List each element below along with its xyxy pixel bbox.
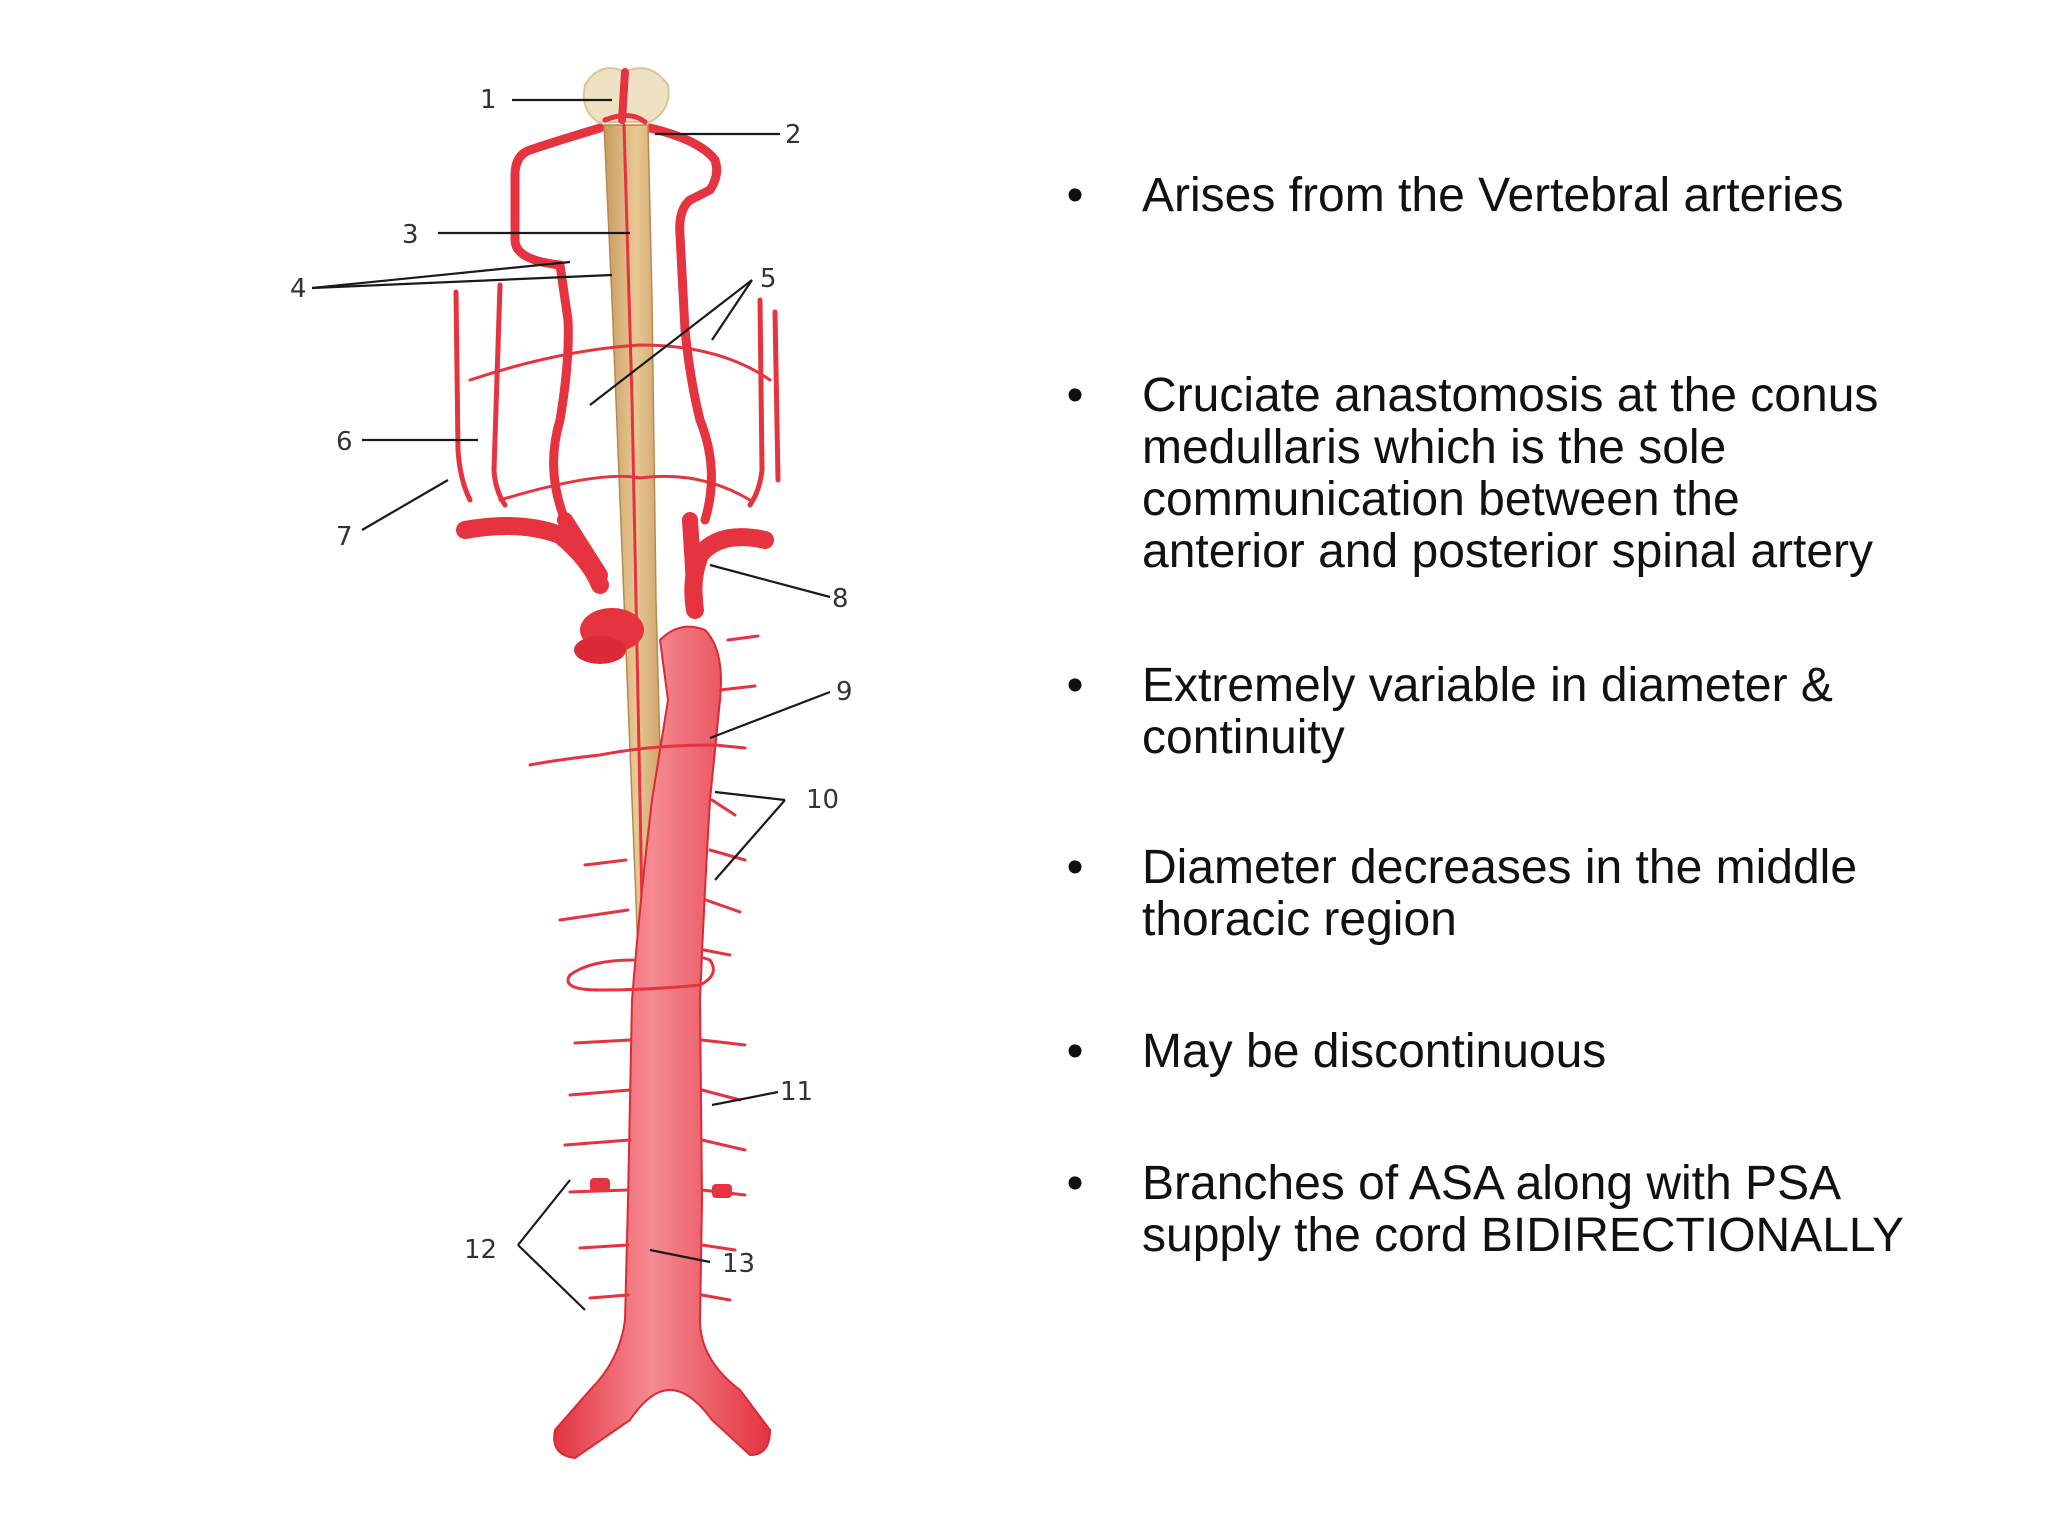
- bullet-text: Extremely variable in diameter & continu…: [1142, 659, 1833, 764]
- bullet-text: Branches of ASA along with PSA supply th…: [1142, 1157, 1905, 1262]
- bullet-icon: •: [1066, 1157, 1084, 1210]
- aortic-arch: [456, 512, 774, 664]
- bullet-icon: •: [1066, 369, 1084, 422]
- label-6: 6: [336, 427, 353, 457]
- vertebral-arteries: [510, 68, 722, 525]
- label-13: 13: [722, 1249, 755, 1279]
- bullet-icon: •: [1066, 841, 1084, 894]
- bullet-text: Cruciate anastomosis at the conus medull…: [1142, 369, 1879, 578]
- label-7: 7: [336, 522, 353, 552]
- upper-radicular-arteries: [453, 282, 781, 508]
- bullet-text: May be discontinuous: [1142, 1025, 1607, 1078]
- descending-aorta: [553, 625, 772, 1460]
- label-9: 9: [836, 677, 853, 707]
- bullet-icon: •: [1066, 169, 1084, 222]
- bullet-icon: •: [1066, 1025, 1084, 1078]
- bullet-text: Arises from the Vertebral arteries: [1142, 169, 1844, 222]
- segmental-arteries: [528, 634, 760, 1302]
- bullet-icon: •: [1066, 659, 1084, 712]
- label-8: 8: [832, 584, 849, 614]
- label-1: 1: [480, 85, 497, 115]
- bullet-text: Diameter decreases in the middle thoraci…: [1142, 841, 1858, 946]
- label-3: 3: [402, 220, 419, 250]
- label-2: 2: [785, 120, 802, 150]
- label-10: 10: [806, 785, 839, 815]
- leader-lines: [311, 98, 831, 1311]
- diagram-labels: 1 2 3 4 5 6 7 8 9 10 11 12 13: [290, 85, 853, 1279]
- label-5: 5: [760, 264, 777, 294]
- label-12: 12: [464, 1235, 497, 1265]
- label-11: 11: [780, 1077, 813, 1107]
- label-4: 4: [290, 274, 307, 304]
